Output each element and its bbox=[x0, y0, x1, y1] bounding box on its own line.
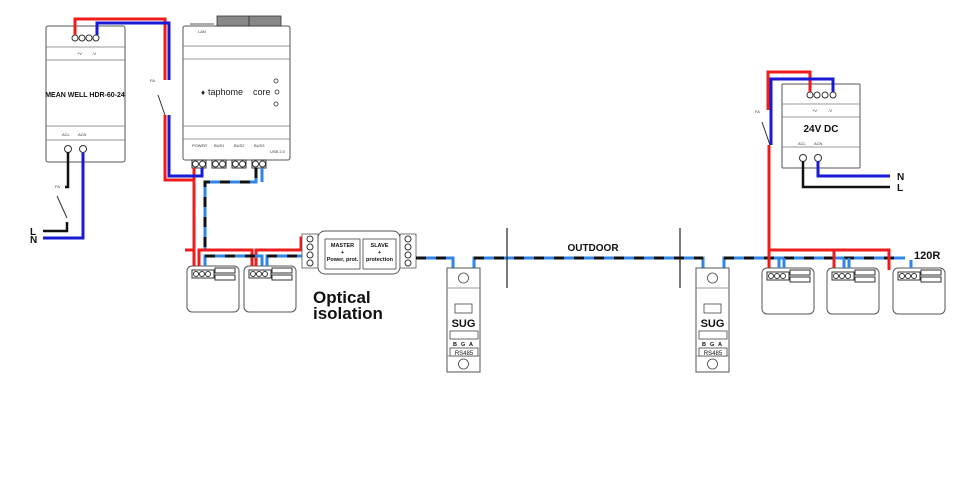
port-label-bus1: BUS1 bbox=[214, 143, 225, 148]
module-wiring-left bbox=[192, 236, 306, 266]
port-label-usb: USB 2.0 bbox=[270, 149, 286, 154]
in-label-acn: ACN bbox=[78, 132, 87, 137]
core-terminal-blocks bbox=[191, 159, 267, 169]
bus-module-2 bbox=[243, 265, 297, 313]
out-label-pos: +V bbox=[77, 51, 82, 56]
bus-module-4 bbox=[826, 267, 880, 315]
surge-protector-2-label: SUG bbox=[701, 318, 725, 330]
sp2-pin-a: A bbox=[718, 342, 722, 348]
sp1-pin-a: A bbox=[469, 342, 473, 348]
mains-n-label-left: N bbox=[30, 235, 37, 246]
port-label-power: POWER bbox=[192, 143, 207, 148]
mains-wiring-right: N L bbox=[801, 161, 904, 194]
power-supply-right-label: 24V DC bbox=[803, 124, 838, 135]
surge-protector-1-protocol: RS485 bbox=[455, 351, 474, 357]
sp2-pin-b: B bbox=[702, 342, 706, 348]
surge-protector-1: SUG B G A RS485 bbox=[446, 267, 481, 373]
bus-module-1 bbox=[186, 265, 240, 313]
master-line2: + bbox=[341, 250, 344, 256]
mains-l-label-left: L bbox=[30, 227, 36, 238]
bus3-wiring bbox=[203, 168, 264, 250]
power-supply-left-label: MEAN WELL HDR-60-24 bbox=[45, 92, 125, 99]
slave-line3: protection bbox=[366, 257, 394, 263]
core-model-label: core bbox=[253, 87, 271, 97]
surge-protector-2: SUG B G A RS485 bbox=[695, 267, 730, 373]
surge-protector-2-protocol: RS485 bbox=[704, 351, 723, 357]
core-brand-icon: ♦ bbox=[201, 88, 205, 97]
mains-n-label-right: N bbox=[897, 172, 904, 183]
mains-wiring-left: FA L N bbox=[30, 152, 85, 246]
core-brand-label: taphome bbox=[208, 87, 243, 97]
master-line3: Power, prot. bbox=[327, 257, 359, 263]
out-label-pos-right: +V bbox=[812, 108, 817, 113]
power-supply-left: +V -V MEAN WELL HDR-60-24 ACL ACN bbox=[45, 25, 126, 163]
bus-module-3 bbox=[761, 267, 815, 315]
terminator-label: 120R bbox=[914, 250, 940, 262]
dc-power-wiring-right: FA bbox=[755, 70, 891, 270]
taphome-core: LAN ♦ taphome core POWER BUS1 BUS2 BUS3 … bbox=[182, 15, 291, 169]
power-supply-right: +V -V 24V DC ACL ACN bbox=[781, 83, 861, 169]
slave-line1: SLAVE bbox=[371, 243, 389, 249]
bus-module-5 bbox=[892, 267, 946, 315]
in-label-acl: ACL bbox=[62, 132, 71, 137]
sp1-pin-b: B bbox=[453, 342, 457, 348]
out-label-neg: -V bbox=[92, 51, 96, 56]
output-terminals bbox=[71, 34, 100, 42]
sp2-pin-g: G bbox=[710, 342, 714, 348]
optical-isolator: MASTER + Power, prot. SLAVE + protection… bbox=[301, 230, 417, 323]
surge-protector-1-label: SUG bbox=[452, 318, 476, 330]
sp1-pin-g: G bbox=[461, 342, 465, 348]
mains-l-label-right: L bbox=[897, 183, 903, 194]
in-label-acn-right: ACN bbox=[814, 141, 823, 146]
switch-label-core: FA bbox=[150, 78, 155, 83]
out-label-neg-right: -V bbox=[828, 108, 832, 113]
slave-line2: + bbox=[378, 250, 381, 256]
lan-label: LAN bbox=[198, 29, 206, 34]
master-line1: MASTER bbox=[331, 243, 354, 249]
outdoor-label: OUTDOOR bbox=[567, 243, 619, 254]
optical-isolation-caption-2: isolation bbox=[313, 304, 383, 323]
port-label-bus3: BUS3 bbox=[254, 143, 265, 148]
switch-label-right: FA bbox=[755, 109, 760, 114]
switch-label-left: FA bbox=[55, 184, 60, 189]
port-label-bus2: BUS2 bbox=[234, 143, 245, 148]
module-wiring-right: 120R bbox=[777, 246, 974, 268]
in-label-acl-right: ACL bbox=[798, 141, 807, 146]
optical-isolation-caption-1: Optical bbox=[313, 288, 371, 307]
